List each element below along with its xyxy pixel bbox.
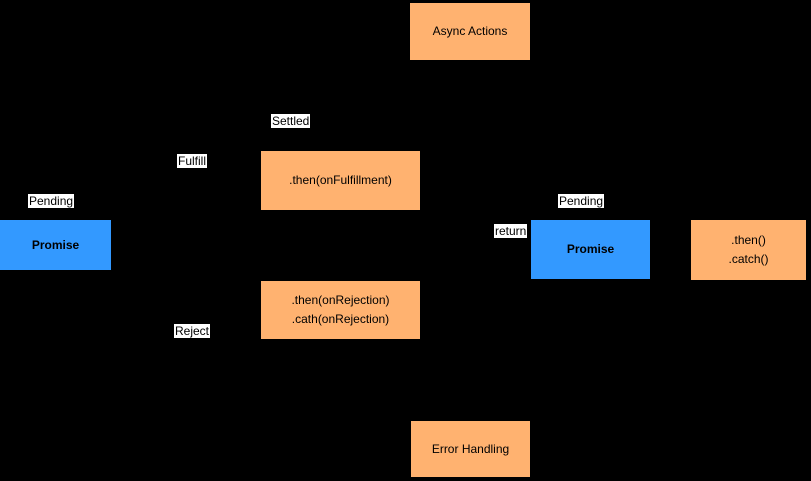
async-actions-label: Async Actions [432, 24, 508, 38]
then-catch-line1: .then() [731, 233, 766, 247]
then-rejection-node: .then(onRejection) .cath(onRejection) [261, 281, 420, 339]
return-edge-label: return [494, 224, 528, 238]
then-fulfillment-label: .then(onFulfillment) [289, 173, 392, 187]
settled-edge-label: Settled [271, 114, 311, 128]
error-handling-node: Error Handling [411, 421, 530, 477]
promise-right-node: Promise [531, 220, 650, 279]
then-rejection-line1: .then(onRejection) [291, 293, 390, 307]
then-rejection-line2: .cath(onRejection) [291, 312, 390, 326]
error-handling-label: Error Handling [431, 441, 510, 456]
fulfill-edge-label: Fulfill [177, 154, 208, 168]
reject-edge-label: Reject [174, 324, 211, 338]
pending-right-edge-label: Pending [558, 194, 605, 208]
promise-left-node: Promise [0, 220, 111, 270]
then-fulfillment-node: .then(onFulfillment) [261, 151, 420, 210]
promise-left-label: Promise [31, 237, 80, 252]
then-catch-node: .then() .catch() [691, 220, 806, 280]
pending-left-edge-label: Pending [28, 194, 75, 208]
async-actions-node: Async Actions [410, 3, 530, 60]
promise-right-label: Promise [566, 242, 615, 256]
then-catch-line2: .catch() [728, 252, 769, 266]
